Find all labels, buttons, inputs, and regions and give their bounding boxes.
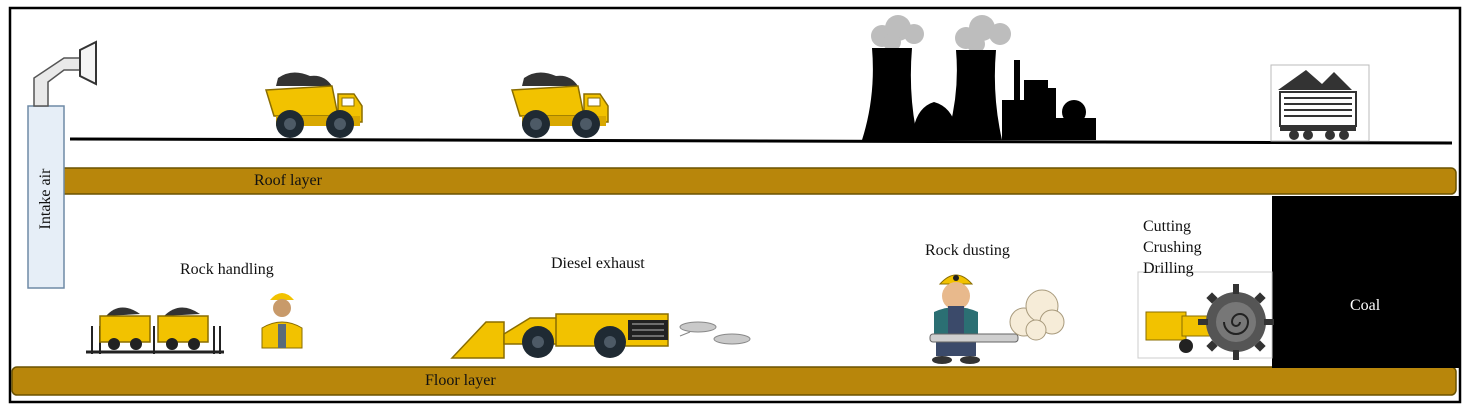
exhaust-cloud-icon [679,321,751,345]
mine-cart-icon [86,307,224,354]
roof-layer-label: Roof layer [254,172,322,189]
drilling-label: Drilling [1143,260,1194,277]
surface-line [69,137,1453,145]
miner-icon [261,293,303,349]
floor-layer-label: Floor layer [425,372,496,389]
miner-icon [929,274,1019,364]
cutting-machine-icon [1137,271,1274,360]
underground-loader-icon [450,313,669,359]
power-plant-icon [862,15,1096,140]
dump-truck-icon [511,72,609,138]
floor-layer [11,366,1457,396]
cutting-label: Cutting [1143,218,1192,235]
dust-cloud-icon [1009,289,1065,341]
dump-truck-icon [265,72,363,138]
cutting-process-labels: Cutting Crushing Drilling [1143,216,1202,279]
crushing-label: Crushing [1143,239,1202,256]
diesel-exhaust-label: Diesel exhaust [551,255,645,272]
coal-seam [1272,196,1460,368]
intake-duct-icon [27,40,97,289]
rock-handling-label: Rock handling [180,261,274,278]
rock-dusting-label: Rock dusting [925,242,1010,259]
coal-storage-building-icon [1270,64,1370,142]
intake-air-label: Intake air [37,168,54,230]
coal-label: Coal [1350,297,1381,314]
